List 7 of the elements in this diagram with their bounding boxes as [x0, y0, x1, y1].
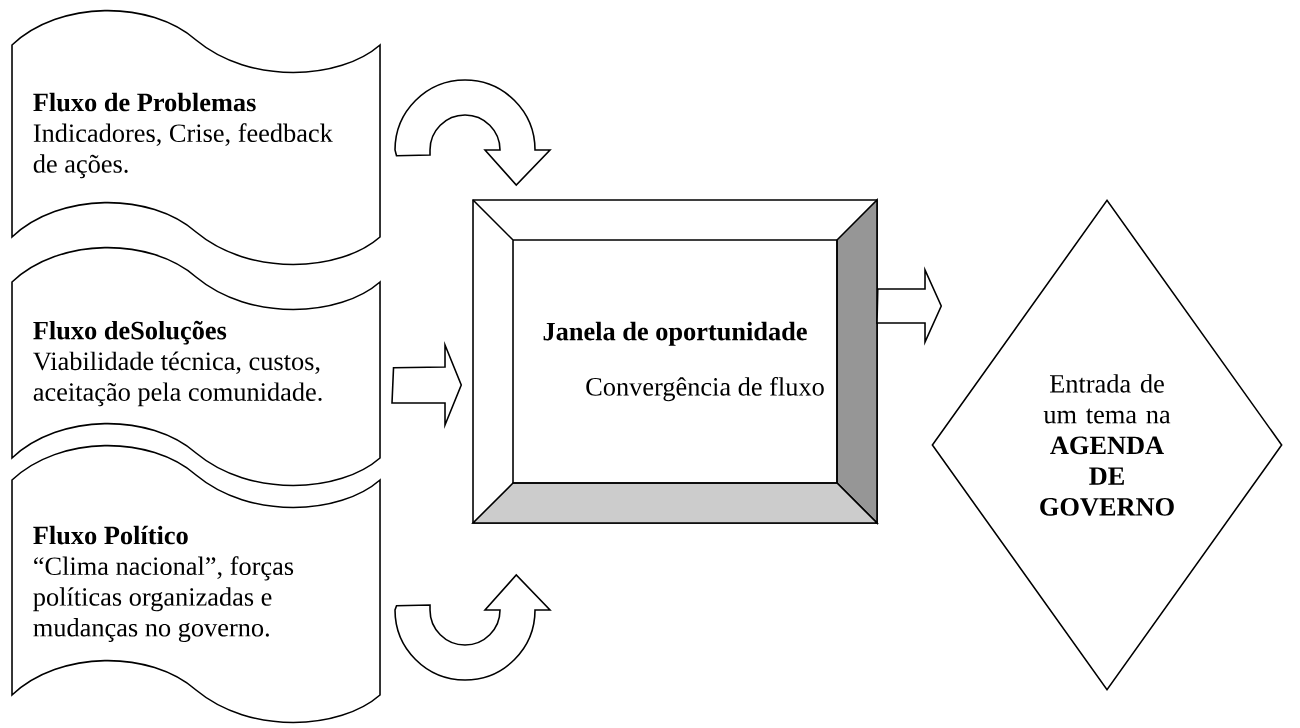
block-arrow	[391, 340, 463, 430]
block-arrow	[394, 79, 551, 186]
block-arrow	[876, 266, 943, 346]
wave-banner: Fluxo Político “Clima nacional”, forças políticas organizadas e mudanças no governo.	[11, 444, 381, 724]
wave-banner: Fluxo deSoluções Viabilidade técnica, custos, aceitação pela comunidade.	[11, 246, 381, 487]
wave-banner: Fluxo de Problemas Indicadores, Crise, feedback de ações.	[11, 9, 381, 266]
block-arrow	[394, 574, 551, 681]
